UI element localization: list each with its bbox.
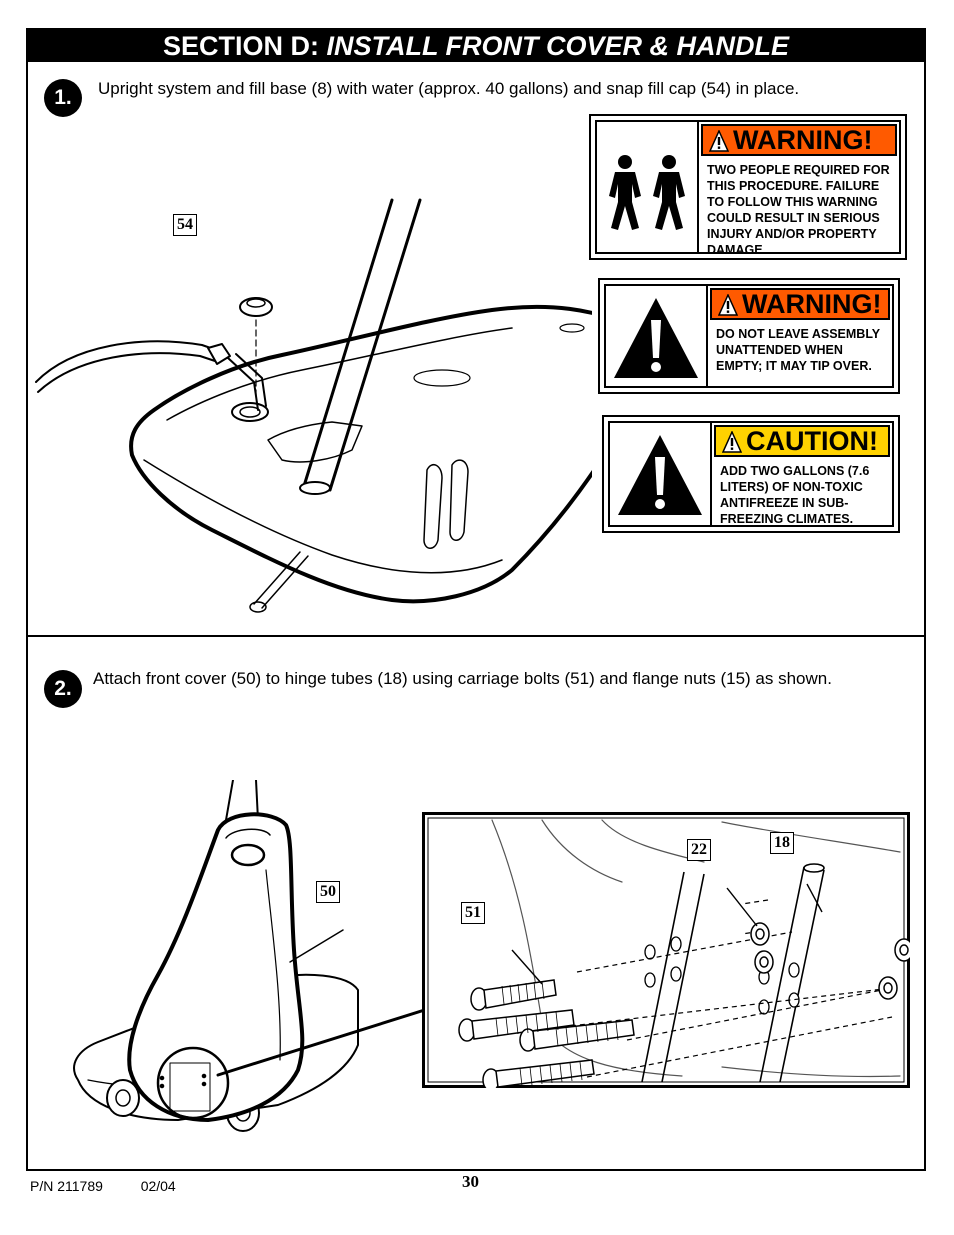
part-label-50: 50 xyxy=(316,881,340,903)
step-divider xyxy=(28,635,924,637)
warning-header: WARNING! xyxy=(733,125,873,155)
warning-banner: WARNING! xyxy=(701,124,897,156)
alert-triangle-icon xyxy=(718,294,738,316)
warning-sign-two-people: WARNING! TWO PEOPLE REQUIRED FOR THIS PR… xyxy=(589,114,907,260)
part-label-54: 54 xyxy=(173,214,197,236)
warning-header: WARNING! xyxy=(742,289,882,319)
step-1-text: Upright system and fill base (8) with wa… xyxy=(98,79,800,98)
warning-text: TWO PEOPLE REQUIRED FOR THIS PROCEDURE. … xyxy=(707,163,890,257)
exclamation-triangle-icon xyxy=(606,286,708,386)
page-frame: SECTION D: INSTALL FRONT COVER & HANDLE … xyxy=(26,28,926,1171)
step-2-number: 2. xyxy=(44,670,82,708)
footer-part-info: P/N 211789 02/04 xyxy=(30,1178,176,1194)
warning-sign-tip-over: WARNING! DO NOT LEAVE ASSEMBLY UNATTENDE… xyxy=(598,278,900,394)
base-fill-illustration xyxy=(35,198,592,613)
step-2-text: Attach front cover (50) to hinge tubes (… xyxy=(93,669,832,688)
alert-triangle-icon xyxy=(709,130,729,152)
warning-text: DO NOT LEAVE ASSEMBLY UNATTENDED WHEN EM… xyxy=(716,327,880,373)
exclamation-triangle-icon xyxy=(610,423,712,525)
two-people-icon xyxy=(597,122,699,252)
alert-triangle-icon xyxy=(722,431,742,453)
page-number: 30 xyxy=(462,1172,479,1191)
step-1-number: 1. xyxy=(44,79,82,117)
caution-banner: CAUTION! xyxy=(714,425,890,457)
section-title: INSTALL FRONT COVER & HANDLE xyxy=(326,31,790,61)
section-header: SECTION D: INSTALL FRONT COVER & HANDLE xyxy=(28,30,924,62)
part-label-51: 51 xyxy=(461,902,485,924)
revision-date: 02/04 xyxy=(140,1178,176,1194)
part-label-22: 22 xyxy=(687,839,711,861)
caution-header: CAUTION! xyxy=(746,426,878,456)
part-number: P/N 211789 xyxy=(30,1178,103,1194)
front-cover-illustration xyxy=(73,780,452,1132)
hardware-detail-view xyxy=(422,812,910,1088)
warning-banner: WARNING! xyxy=(710,288,890,320)
section-prefix: SECTION D: xyxy=(162,31,319,61)
part-label-18: 18 xyxy=(770,832,794,854)
caution-sign-antifreeze: CAUTION! ADD TWO GALLONS (7.6 LITERS) OF… xyxy=(602,415,900,533)
caution-text: ADD TWO GALLONS (7.6 LITERS) OF NON-TOXI… xyxy=(720,464,870,526)
